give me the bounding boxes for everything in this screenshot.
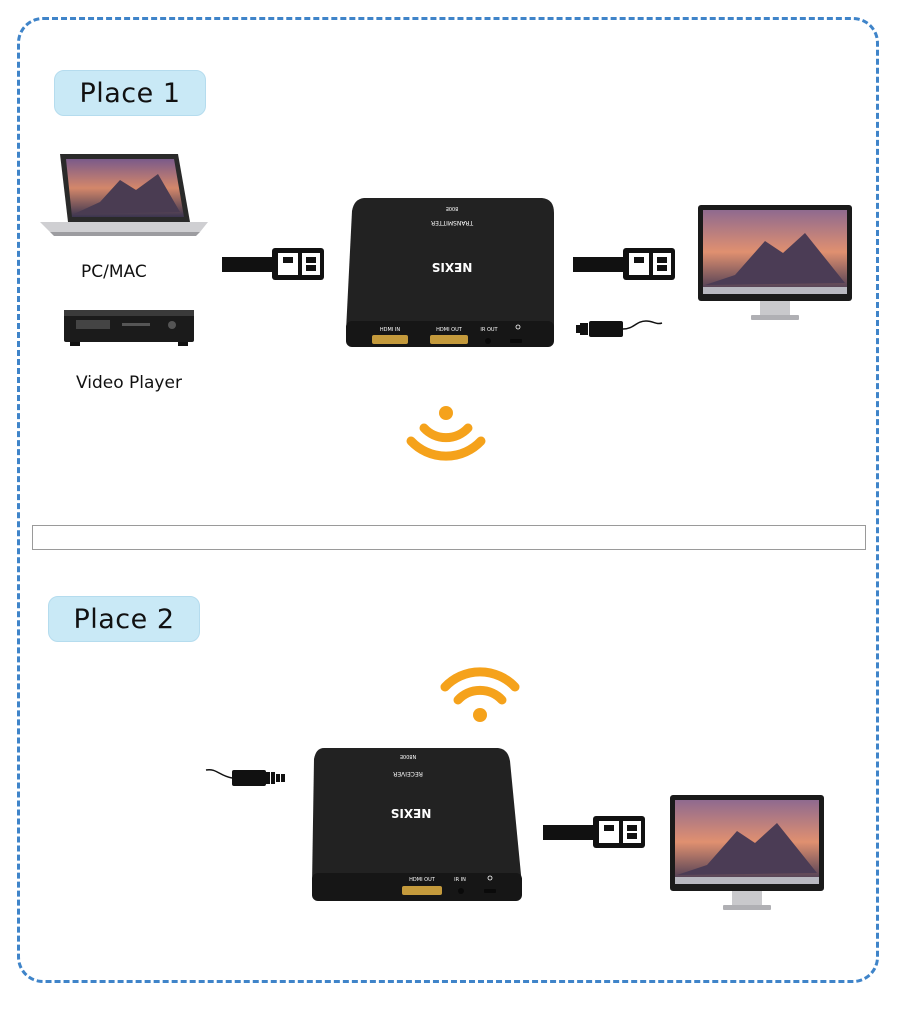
transmitter-brand: NEXIS <box>432 260 473 274</box>
transmitter-model: TRANSMITTER <box>431 219 474 226</box>
monitor-icon <box>670 795 824 910</box>
receiver-port-hdmi-out: HDMI OUT <box>409 877 436 883</box>
hdmi-cable-icon <box>573 248 675 280</box>
transmitter-port-ir-out: IR OUT <box>480 327 498 333</box>
place-2-label: Place 2 <box>48 596 200 642</box>
power-cable-icon <box>205 768 285 786</box>
power-cable-icon <box>576 320 663 337</box>
video-player-icon <box>64 310 194 346</box>
transmitter-device: NEXIS TRANSMITTER 800E HDMI IN HDMI OUT … <box>346 198 554 347</box>
video-player-label: Video Player <box>76 373 182 393</box>
wifi-icon <box>440 667 520 722</box>
receiver-brand: NEXIS <box>391 806 432 820</box>
receiver-device: N800E RECEIVER NEXIS HDMI OUT IR IN <box>312 748 522 901</box>
dashed-frame <box>17 17 879 983</box>
transmitter-port-hdmi-in: HDMI IN <box>380 327 400 333</box>
wifi-icon <box>406 406 486 461</box>
transmitter-code: 800E <box>446 205 459 211</box>
monitor-icon <box>698 205 852 320</box>
receiver-code: N800E <box>400 753 416 759</box>
receiver-port-ir-in: IR IN <box>454 877 466 883</box>
laptop-icon <box>40 154 208 236</box>
receiver-model: RECEIVER <box>393 770 423 777</box>
hdmi-cable-icon <box>543 816 645 848</box>
place-1-label: Place 1 <box>54 70 206 116</box>
transmitter-port-hdmi-out: HDMI OUT <box>436 327 463 333</box>
pc-mac-label: PC/MAC <box>81 262 147 282</box>
hdmi-cable-icon <box>222 248 324 280</box>
section-divider <box>32 525 866 550</box>
